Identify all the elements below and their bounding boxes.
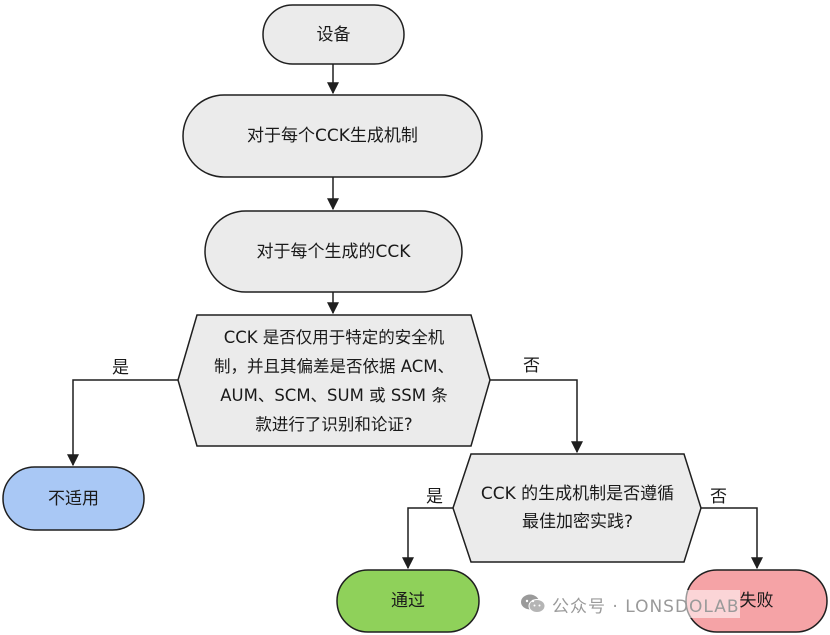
node-decision-2: CCK 的生成机制是否遵循 最佳加密实践?: [480, 484, 675, 532]
edge-decision2-no: [701, 507, 763, 570]
node-device-shape: [262, 4, 405, 65]
watermark-text: 公众号 · LONSDOLAB: [552, 596, 740, 617]
edge-decision1-yes: [67, 379, 178, 467]
edge-label-d1-no: 否: [523, 356, 540, 376]
edge-label-d2-yes: 是: [426, 487, 443, 507]
node-fail: 失败: [739, 591, 774, 611]
node-decision-1: CCK 是否仅用于特定的安全机 制，并且其偏差是否依据 ACM、 AUM、SCM…: [214, 327, 454, 434]
node-pass-shape: [336, 569, 480, 633]
watermark: 公众号 · LONSDOLAB: [520, 590, 740, 618]
edge-label-d2-no: 否: [710, 487, 727, 507]
node-per-mechanism: 对于每个CCK生成机制: [247, 126, 418, 146]
node-device: 设备: [316, 24, 351, 45]
node-not-applicable-shape: [2, 466, 145, 531]
wechat-icon: [521, 594, 546, 613]
node-decision2-shape: [452, 453, 702, 563]
edge-decision1-no: [490, 379, 583, 454]
node-per-cck: 对于每个生成的CCK: [256, 241, 411, 262]
node-per-cck-shape: [204, 210, 463, 293]
edge-label-d1-yes: 是: [112, 358, 129, 378]
node-per-mechanism-shape: [182, 94, 483, 178]
node-pass: 通过: [391, 591, 425, 611]
node-not-applicable: 不适用: [48, 488, 99, 509]
node-decision1-shape: [177, 314, 491, 447]
edge-decision2-yes: [402, 507, 453, 570]
